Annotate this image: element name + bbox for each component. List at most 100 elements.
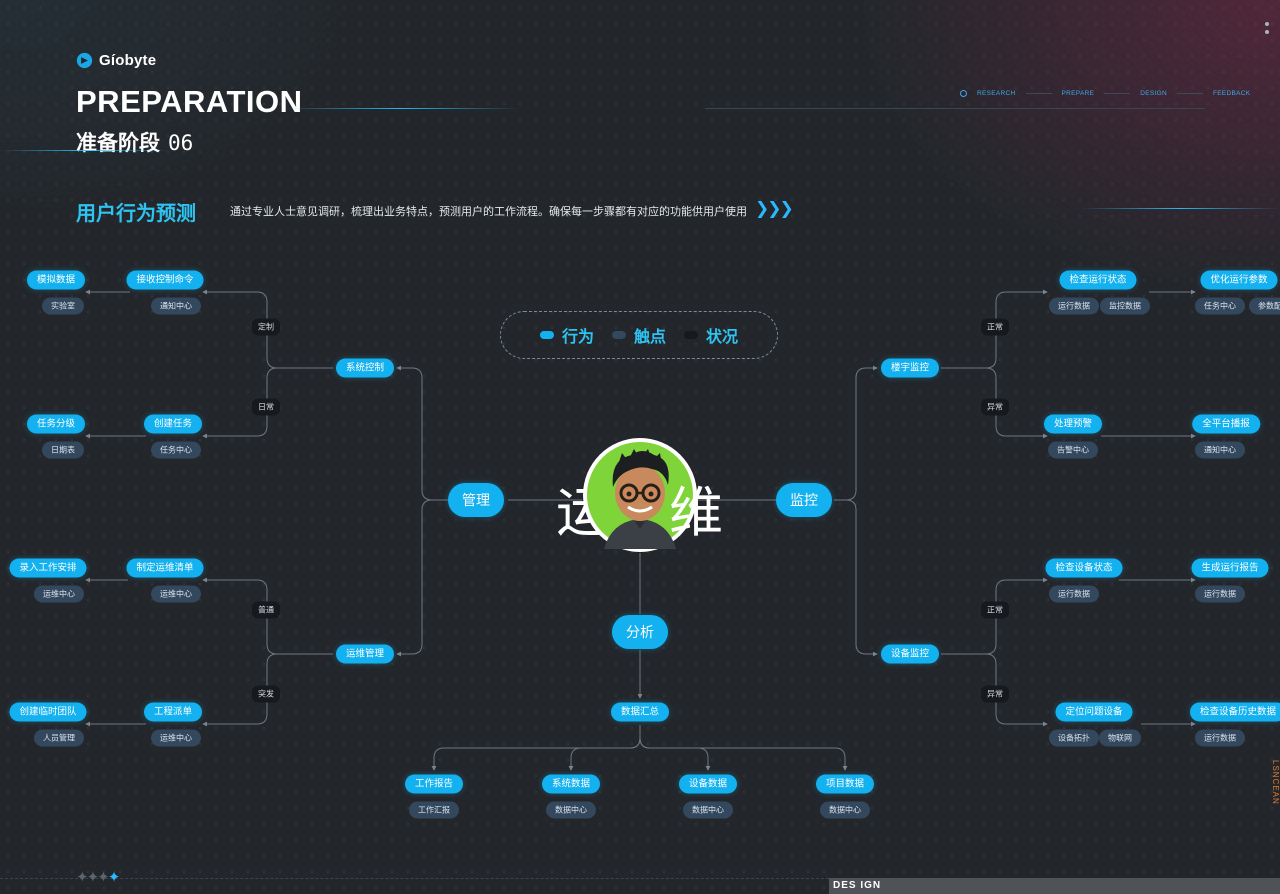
step-connector <box>1176 93 1203 94</box>
condition-abnormal: 异常 <box>981 685 1009 703</box>
avatar-icon <box>583 438 697 552</box>
side-brand: LSNCEAN <box>1271 760 1280 805</box>
legend-swatch-touchpoint <box>611 331 626 339</box>
node-check-run-status[interactable]: 检查运行状态 <box>1059 270 1137 290</box>
node-simulate-data[interactable]: 模拟数据 <box>26 270 86 290</box>
condition-normal: 正常 <box>981 601 1009 619</box>
legend-swatch-action <box>539 331 554 339</box>
brand-logo-icon <box>76 52 93 69</box>
touch-task-center: 任务中心 <box>151 441 201 459</box>
step-research[interactable]: RESEARCH <box>977 90 1016 97</box>
touch-personnel: 人员管理 <box>34 729 84 747</box>
touch-calendar: 日期表 <box>42 441 84 459</box>
node-check-device-status[interactable]: 检查设备状态 <box>1045 558 1123 578</box>
section-description: 通过专业人士意见调研，梳理出业务特点，预测用户的工作流程。确保每一步骤都有对应的… <box>230 206 747 218</box>
touch-param-config: 参数配 <box>1249 297 1280 315</box>
legend-label: 触点 <box>633 329 666 346</box>
node-device-monitor[interactable]: 设备监控 <box>880 644 940 664</box>
touch-task-center: 任务中心 <box>1195 297 1245 315</box>
page-subtitle: 准备阶段 06 <box>76 127 193 157</box>
center-char-right: 维 <box>669 481 723 544</box>
touch-lab: 实验室 <box>42 297 84 315</box>
node-generate-report[interactable]: 生成运行报告 <box>1191 558 1269 578</box>
touch-ops-center: 运维中心 <box>34 585 84 603</box>
touch-work-report: 工作汇报 <box>409 801 459 819</box>
node-enter-schedule[interactable]: 录入工作安排 <box>9 558 87 578</box>
footer-rule <box>0 878 829 880</box>
brand-logo: Gíobyte <box>76 52 156 69</box>
step-design[interactable]: DESIGN <box>1140 90 1167 97</box>
page-title: PREPARATION <box>76 84 303 119</box>
touch-device-topology: 设备拓扑 <box>1049 729 1099 747</box>
footer-label: DES IGN <box>833 880 882 891</box>
touch-run-data: 运行数据 <box>1049 585 1099 603</box>
node-create-temp-team[interactable]: 创建临时团队 <box>9 702 87 722</box>
touch-alarm-center: 告警中心 <box>1048 441 1098 459</box>
node-ops-management[interactable]: 运维管理 <box>335 644 395 664</box>
step-current-dot <box>960 90 967 97</box>
header-left-line <box>0 150 170 151</box>
menu-dots-icon[interactable] <box>1265 22 1270 38</box>
touch-run-data: 运行数据 <box>1049 297 1099 315</box>
legend-item-touchpoint: 触点 <box>611 323 666 347</box>
condition-custom: 定制 <box>252 318 280 336</box>
condition-emergency: 突发 <box>252 685 280 703</box>
node-project-data[interactable]: 项目数据 <box>815 774 875 794</box>
legend-label: 行为 <box>561 329 594 346</box>
legend-swatch-condition <box>684 331 698 339</box>
section-glow-line <box>1080 208 1280 209</box>
header-glow-line <box>280 108 520 109</box>
section-title: 用户行为预测 <box>76 203 196 225</box>
node-management[interactable]: 管理 <box>448 483 504 517</box>
step-prepare[interactable]: PREPARE <box>1061 90 1095 97</box>
touch-monitor-data: 监控数据 <box>1100 297 1150 315</box>
step-connector <box>1025 93 1052 94</box>
node-receive-command[interactable]: 接收控制命令 <box>126 270 204 290</box>
header-rule <box>705 108 1205 109</box>
step-feedback[interactable]: FEEDBACK <box>1212 90 1251 97</box>
node-device-data[interactable]: 设备数据 <box>678 774 738 794</box>
node-system-control[interactable]: 系统控制 <box>335 358 395 378</box>
node-device-history[interactable]: 检查设备历史数据 <box>1189 702 1280 722</box>
node-optimize-params[interactable]: 优化运行参数 <box>1200 270 1278 290</box>
footer-bar <box>829 878 1280 894</box>
condition-normal: 普通 <box>252 601 280 619</box>
subtitle-text: 准备阶段 <box>76 132 160 155</box>
touch-run-data: 运行数据 <box>1195 729 1245 747</box>
node-monitor[interactable]: 监控 <box>776 483 832 517</box>
node-work-report[interactable]: 工作报告 <box>404 774 464 794</box>
touch-notify-center: 通知中心 <box>1195 441 1245 459</box>
node-dispatch-order[interactable]: 工程派单 <box>143 702 203 722</box>
legend-label: 状况 <box>706 329 739 346</box>
node-data-summary[interactable]: 数据汇总 <box>610 702 670 722</box>
touch-run-data: 运行数据 <box>1195 585 1245 603</box>
legend: 行为 触点 状况 <box>500 311 778 359</box>
touch-ops-center: 运维中心 <box>151 585 201 603</box>
touch-data-center: 数据中心 <box>820 801 870 819</box>
node-make-ops-list[interactable]: 制定运维清单 <box>126 558 204 578</box>
node-system-data[interactable]: 系统数据 <box>541 774 601 794</box>
node-create-task[interactable]: 创建任务 <box>143 414 203 434</box>
touch-data-center: 数据中心 <box>683 801 733 819</box>
node-locate-device[interactable]: 定位问题设备 <box>1055 702 1133 722</box>
progress-steps: RESEARCH PREPARE DESIGN FEEDBACK <box>960 90 1250 97</box>
legend-item-condition: 状况 <box>684 323 738 347</box>
condition-daily: 日常 <box>252 398 280 416</box>
legend-item-action: 行为 <box>539 323 594 347</box>
step-connector <box>1104 93 1131 94</box>
node-building-monitor[interactable]: 楼宇监控 <box>880 358 940 378</box>
page-number: 06 <box>168 131 194 155</box>
node-task-grading[interactable]: 任务分级 <box>26 414 86 434</box>
node-handle-warning[interactable]: 处理预警 <box>1043 414 1103 434</box>
node-analysis[interactable]: 分析 <box>612 615 668 649</box>
chevron-right-icon: ❯❯❯ <box>755 199 794 218</box>
condition-abnormal: 异常 <box>981 398 1009 416</box>
touch-notify-center: 通知中心 <box>151 297 201 315</box>
sparkle-icon: ✦✦✦✦ <box>76 869 120 886</box>
touch-iot: 物联网 <box>1099 729 1141 747</box>
brand-name: Gíobyte <box>99 52 157 69</box>
node-broadcast[interactable]: 全平台播报 <box>1192 414 1260 434</box>
touch-data-center: 数据中心 <box>546 801 596 819</box>
condition-normal: 正常 <box>981 318 1009 336</box>
